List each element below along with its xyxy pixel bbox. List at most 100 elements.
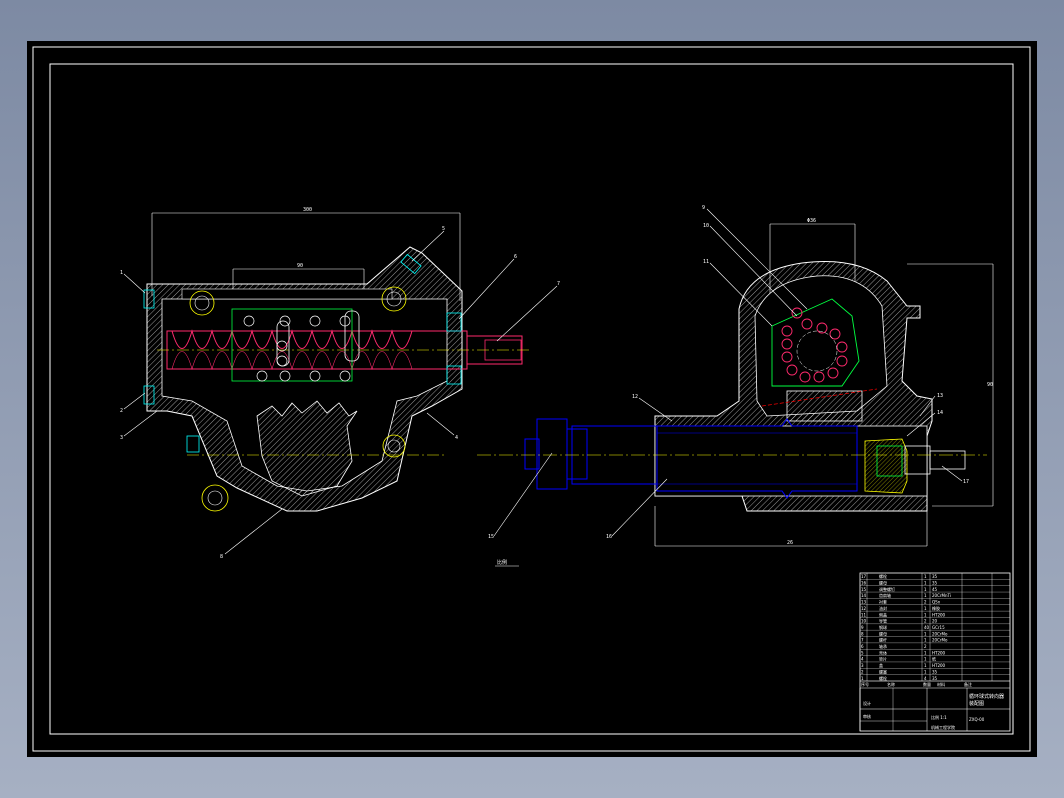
- callout-6: 6: [514, 254, 517, 260]
- parts-row-name: 轴承: [879, 643, 887, 649]
- parts-row-no: 5: [861, 650, 864, 655]
- parts-row-qty: 2: [924, 600, 927, 605]
- parts-row-name: 盖: [879, 662, 883, 668]
- callout-13: 13: [937, 393, 943, 399]
- parts-row-qty: 1: [924, 612, 927, 617]
- inner-frame: [49, 63, 1014, 735]
- title-block: 循环球式转向器 装配图 ZXQ-00 比例 1:1 设计 审核 机械工程学院: [859, 688, 1010, 731]
- callout-2: 2: [120, 408, 123, 414]
- callout-16: 16: [606, 534, 612, 540]
- callout-8: 8: [220, 554, 223, 560]
- parts-row-mat: 20: [932, 619, 938, 624]
- parts-row-name: 螺栓: [879, 675, 887, 681]
- dim-right-top: Φ36: [807, 218, 816, 224]
- parts-row-no: 15: [861, 587, 867, 592]
- callout-5: 5: [442, 226, 445, 232]
- parts-row-name: 螺杆: [879, 637, 887, 643]
- parts-row-no: 2: [861, 669, 864, 674]
- callout-3: 3: [120, 435, 123, 441]
- drawing-number: ZXQ-00: [969, 717, 985, 722]
- parts-row-name: 衬套: [879, 599, 887, 605]
- parts-row-qty: 4: [924, 676, 927, 681]
- parts-row-mat: 35: [932, 676, 938, 681]
- dim-right-side: 90: [987, 382, 993, 388]
- dim-left-inner: 90: [297, 263, 303, 269]
- parts-row-mat: GCr15: [932, 625, 945, 630]
- parts-row-name: 螺塞: [879, 668, 887, 674]
- parts-row-qty: 2: [924, 619, 927, 624]
- parts-row-no: 1: [861, 676, 864, 681]
- parts-row-no: 9: [861, 625, 864, 630]
- parts-row-name: 螺栓: [879, 573, 887, 579]
- parts-row-name: 壳体: [879, 649, 887, 655]
- parts-row-no: 8: [861, 631, 864, 636]
- parts-row-name: 调整螺钉: [879, 586, 895, 592]
- parts-row-no: 10: [861, 619, 867, 624]
- parts-row-mat: 纸: [932, 656, 936, 662]
- checker-label: 审核: [863, 713, 871, 719]
- parts-row-qty: 1: [924, 638, 927, 643]
- parts-row-no: 11: [861, 612, 867, 617]
- parts-row-qty: 1: [924, 581, 927, 586]
- parts-row-mat: 20CrMnTi: [932, 593, 951, 598]
- dim-right-bottom: 26: [787, 540, 793, 546]
- designer-label: 设计: [863, 700, 871, 706]
- parts-row-mat: HT200: [932, 663, 946, 668]
- parts-row-no: 16: [861, 581, 867, 586]
- parts-row-mat: 20CrMo: [932, 638, 948, 643]
- parts-row-name: 导管: [879, 618, 887, 624]
- cad-drawing: 300 90: [32, 46, 1031, 752]
- header-material: 材料: [937, 681, 945, 687]
- parts-row-qty: 1: [924, 606, 927, 611]
- callout-15: 15: [488, 534, 494, 540]
- parts-row-mat: 35: [932, 574, 938, 579]
- parts-row-no: 7: [861, 638, 864, 643]
- parts-row-qty: 1: [924, 663, 927, 668]
- callout-17: 17: [963, 479, 969, 485]
- view-label: 比例: [497, 559, 507, 566]
- parts-row-mat: 35: [932, 669, 938, 674]
- right-section-view: Φ36 26 90: [477, 205, 994, 547]
- parts-row-name: 螺母: [879, 630, 887, 636]
- parts-row-no: 12: [861, 606, 867, 611]
- parts-row-mat: HT200: [932, 650, 946, 655]
- parts-row-name: 齿扇轴: [879, 592, 891, 598]
- parts-row-mat: HT200: [932, 612, 946, 617]
- parts-row-qty: 1: [924, 593, 927, 598]
- parts-row-name: 钢球: [879, 624, 887, 630]
- parts-row-no: 6: [861, 644, 864, 649]
- callout-14: 14: [937, 410, 943, 416]
- title-subtitle: 装配图: [969, 700, 984, 707]
- dim-left-width: 300: [303, 207, 312, 213]
- parts-row-qty: 1: [924, 631, 927, 636]
- callout-4: 4: [455, 435, 458, 441]
- parts-row-mat: QSn: [932, 600, 941, 605]
- school-label: 机械工程学院: [931, 724, 955, 730]
- parts-row-qty: 40: [924, 625, 930, 630]
- header-note: 备注: [964, 681, 972, 687]
- parts-row-qty: 1: [924, 657, 927, 662]
- parts-row-no: 13: [861, 600, 867, 605]
- parts-row-no: 14: [861, 593, 867, 598]
- header-no: 序号: [861, 681, 869, 687]
- parts-row-qty: 1: [924, 650, 927, 655]
- header-qty: 数量: [923, 681, 931, 687]
- steering-screw: [157, 329, 532, 371]
- header-name: 名称: [887, 681, 895, 687]
- parts-row-name: 垫片: [879, 656, 887, 662]
- parts-row-qty: 1: [924, 587, 927, 592]
- title-text: 循环球式转向器: [969, 693, 1004, 700]
- callout-10: 10: [703, 223, 709, 229]
- scale-label: 比例 1:1: [931, 714, 947, 720]
- parts-row-mat: 20CrMo: [932, 631, 948, 636]
- parts-row-no: 4: [861, 657, 864, 662]
- parts-row-mat: 35: [932, 581, 938, 586]
- outer-frame: [32, 46, 1031, 752]
- parts-row-mat: 45: [932, 587, 938, 592]
- callout-7: 7: [557, 281, 560, 287]
- callout-1: 1: [120, 270, 123, 276]
- drawing-sheet: 300 90: [27, 41, 1037, 757]
- parts-row-mat: 橡胶: [932, 605, 940, 611]
- callout-9: 9: [702, 205, 705, 211]
